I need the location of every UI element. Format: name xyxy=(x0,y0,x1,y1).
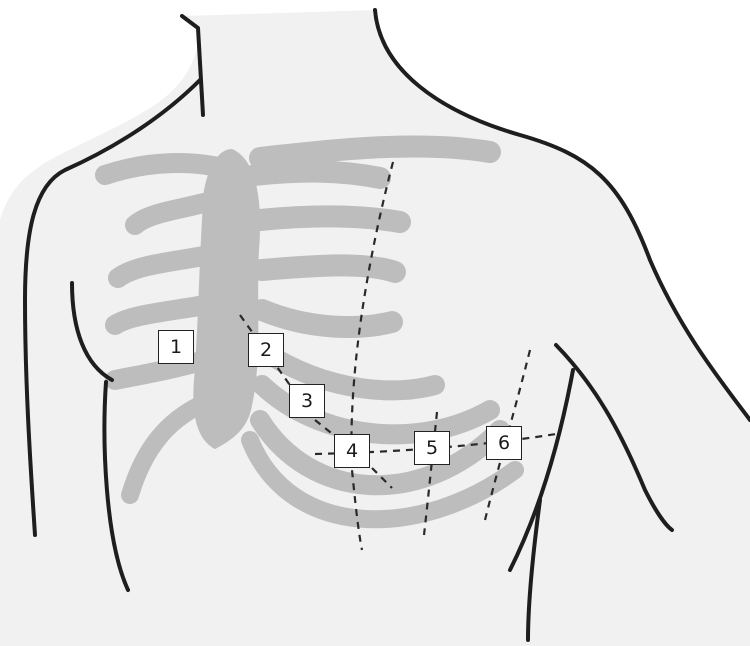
right-rib-3 xyxy=(262,265,395,272)
lead-3-label: 3 xyxy=(301,390,313,412)
lead-3-box: 3 xyxy=(289,384,325,418)
lead-5-label: 5 xyxy=(426,437,438,459)
lead-1-label: 1 xyxy=(170,336,182,358)
lead-4-box: 4 xyxy=(334,434,370,468)
lead-6-box: 6 xyxy=(486,426,522,460)
right-rib-1 xyxy=(255,172,380,178)
lead-2-box: 2 xyxy=(248,333,284,367)
lead-4-label: 4 xyxy=(346,440,358,462)
lead-2-label: 2 xyxy=(260,339,272,361)
lead-6-label: 6 xyxy=(498,432,510,454)
lead-1-box: 1 xyxy=(158,330,194,364)
lead-5-box: 5 xyxy=(414,431,450,465)
right-clavicle xyxy=(260,146,490,158)
